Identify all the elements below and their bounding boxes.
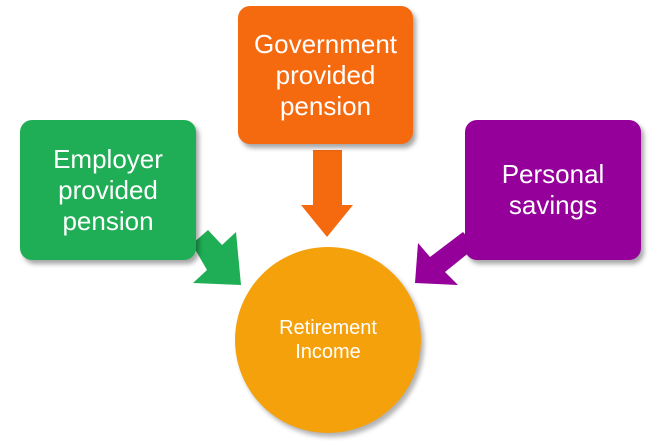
arrow-government-to-center: [301, 150, 353, 237]
employer-pension-box: Employer provided pension: [20, 120, 196, 260]
retirement-income-label: Retirement Income: [279, 317, 377, 363]
government-pension-label: Government provided pension: [253, 28, 398, 121]
arrow-employer-to-center: [192, 230, 241, 285]
arrow-personal-to-center: [415, 232, 476, 285]
personal-savings-label: Personal savings: [501, 159, 605, 220]
employer-pension-label: Employer provided pension: [53, 143, 163, 236]
personal-savings-box: Personal savings: [465, 120, 641, 260]
retirement-income-circle: Retirement Income: [235, 247, 421, 433]
government-pension-box: Government provided pension: [238, 6, 413, 144]
